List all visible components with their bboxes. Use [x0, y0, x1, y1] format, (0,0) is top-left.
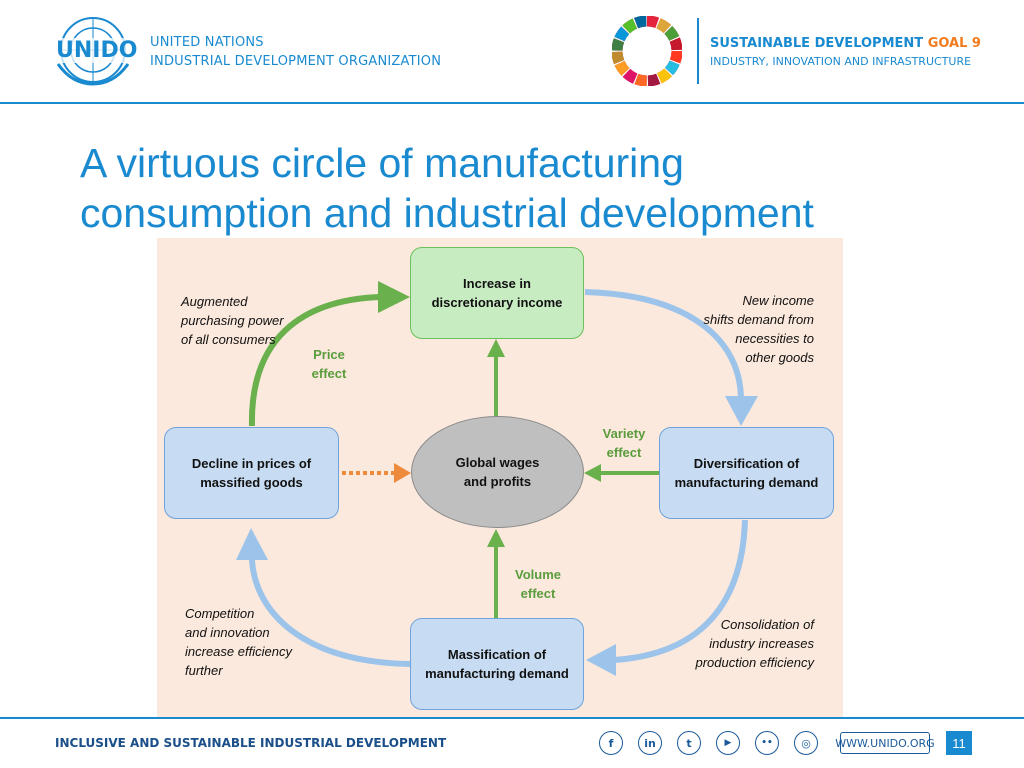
box-diversification-line2: manufacturing demand [674, 475, 819, 490]
note-new-income: New income shifts demand from necessitie… [664, 291, 814, 367]
effect-line: effect [520, 586, 556, 601]
sdg-goal: GOAL 9 [927, 36, 981, 51]
arrowhead-bottom-to-center [487, 529, 505, 547]
ellipse-global-wages-line2: and profits [463, 474, 532, 489]
label-variety-effect: Variety effect [592, 424, 656, 462]
note-line: industry increases [709, 636, 814, 651]
arrow-right-to-bottom [613, 519, 748, 663]
arrowhead-left-to-top [378, 281, 410, 313]
note-line: necessities to [735, 331, 814, 346]
note-augmented-power: Augmented purchasing power of all consum… [181, 292, 284, 349]
box-decline-prices-line1: Decline in prices of [191, 456, 312, 471]
unido-logo: UNIDO [52, 14, 138, 86]
slide-title-line2: consumption and industrial development [80, 190, 814, 236]
effect-line: Variety [602, 426, 646, 441]
box-diversification: Diversification of manufacturing demand [659, 427, 834, 519]
linkedin-glyph: in [644, 736, 656, 750]
sdg-title: SUSTAINABLE DEVELOPMENT GOAL 9 [710, 36, 981, 51]
box-decline-prices: Decline in prices of massified goods [164, 427, 339, 519]
footer-tagline: INCLUSIVE AND SUSTAINABLE INDUSTRIAL DEV… [55, 736, 447, 750]
youtube-glyph: ▶ [724, 738, 732, 748]
slide-title-line1: A virtuous circle of manufacturing [80, 140, 684, 186]
note-line: shifts demand from [703, 312, 814, 327]
effect-line: effect [311, 366, 347, 381]
arrowhead-top-to-right [725, 396, 758, 426]
arrowhead-left-to-center-dotted [394, 463, 411, 483]
arrowhead-right-to-center [584, 464, 601, 482]
box-decline-prices-line2: massified goods [200, 475, 303, 490]
effect-line: Volume [515, 567, 561, 582]
box-massification: Massification of manufacturing demand [410, 618, 584, 710]
org-name-line2: INDUSTRIAL DEVELOPMENT ORGANIZATION [150, 54, 442, 69]
footer-divider [0, 717, 1024, 719]
note-line: production efficiency [695, 655, 814, 670]
instagram-icon[interactable]: ◎ [794, 731, 818, 755]
slide-title: A virtuous circle of manufacturing consu… [80, 138, 980, 238]
arrow-bottom-to-left [249, 559, 411, 667]
page-number: 11 [946, 731, 972, 755]
note-line: Consolidation of [720, 617, 814, 632]
ellipse-global-wages-line1: Global wages [455, 455, 540, 470]
youtube-icon[interactable]: ▶ [716, 731, 740, 755]
arrow-top-to-right [584, 289, 744, 399]
note-consolidation: Consolidation of industry increases prod… [654, 615, 814, 672]
note-line: Augmented [181, 294, 248, 309]
box-massification-line2: manufacturing demand [425, 666, 569, 681]
note-line: New income [742, 293, 814, 308]
note-line: increase efficiency [185, 644, 292, 659]
note-line: further [185, 663, 223, 678]
label-price-effect: Price effect [300, 345, 358, 383]
flickr-glyph: •• [761, 738, 773, 748]
sdg-title-text: SUSTAINABLE DEVELOPMENT [710, 36, 924, 51]
box-diversification-line1: Diversification of [693, 456, 800, 471]
linkedin-icon[interactable]: in [638, 731, 662, 755]
note-line: and innovation [185, 625, 270, 640]
header-divider [0, 102, 1024, 104]
arrowhead-center-to-top [487, 339, 505, 357]
note-line: other goods [745, 350, 814, 365]
flickr-icon[interactable]: •• [755, 731, 779, 755]
note-competition: Competition and innovation increase effi… [185, 604, 292, 680]
instagram-glyph: ◎ [801, 736, 811, 750]
arrow-left-to-top [248, 294, 381, 427]
box-increase-income-line1: Increase in [463, 276, 531, 291]
note-line: purchasing power [181, 313, 284, 328]
arrowhead-right-to-bottom [586, 644, 616, 676]
ellipse-global-wages: Global wages and profits [411, 416, 584, 528]
sdg-subtitle: INDUSTRY, INNOVATION AND INFRASTRUCTURE [710, 55, 972, 68]
effect-line: effect [606, 445, 642, 460]
org-name-line1: UNITED NATIONS [150, 35, 264, 50]
facebook-glyph: f [608, 736, 614, 750]
sdg-divider [697, 18, 699, 84]
arrowhead-bottom-to-left [236, 528, 268, 560]
effect-line: Price [313, 347, 345, 362]
sdg-wheel-icon [611, 15, 683, 91]
note-line: Competition [185, 606, 255, 621]
box-increase-income: Increase in discretionary income [410, 247, 584, 339]
box-increase-income-line2: discretionary income [431, 295, 563, 310]
note-line: of all consumers [181, 332, 276, 347]
website-link[interactable]: WWW.UNIDO.ORG [835, 732, 935, 754]
twitter-glyph: t [686, 736, 692, 750]
facebook-icon[interactable]: f [599, 731, 623, 755]
twitter-icon[interactable]: t [677, 731, 701, 755]
unido-logo-text: UNIDO [56, 38, 138, 63]
label-volume-effect: Volume effect [506, 565, 570, 603]
box-massification-line1: Massification of [447, 647, 547, 662]
